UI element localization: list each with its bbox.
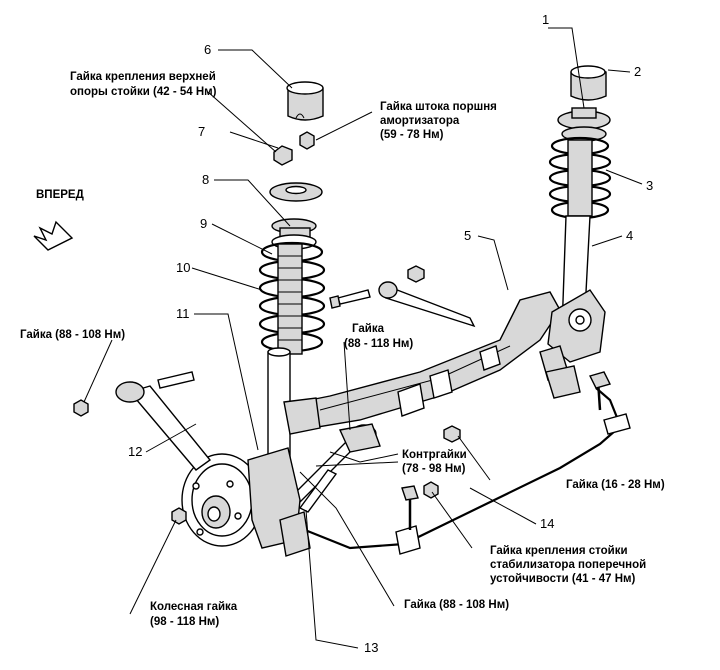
piston-rod-nut-label-line1: Гайка штока поршня (380, 101, 497, 113)
callout-4: 4 (626, 228, 633, 243)
right-coil-spring (548, 136, 612, 220)
nut-16-28-label: Гайка (16 - 28 Нм) (566, 479, 665, 491)
left-hub-assembly (171, 447, 311, 557)
callout-11: 11 (176, 306, 190, 321)
stab-link-nut-label-line1: Гайка крепления стойки (490, 545, 628, 557)
forward-arrow-icon (33, 220, 74, 251)
leader-lines (83, 27, 643, 649)
torque-labels: ВПЕРЕД Гайка крепления верхней опоры сто… (20, 71, 665, 628)
upper-mount-nut-label-line1: Гайка крепления верхней (70, 71, 216, 83)
callout-6: 6 (204, 42, 211, 57)
right-dust-cap (570, 65, 607, 101)
upper-mount-nut-label-line2: опоры стойки (42 - 54 Нм) (70, 86, 217, 98)
callout-2: 2 (634, 64, 641, 79)
stab-link-nut-label-line2: стабилизатора поперечной (490, 559, 646, 571)
callout-10: 10 (176, 260, 190, 275)
nut-88-108-left-label: Гайка (88 - 108 Нм) (20, 329, 125, 341)
callout-12: 12 (128, 444, 142, 459)
stabilizer-bar (299, 371, 631, 555)
callout-1: 1 (542, 12, 549, 27)
callout-5: 5 (464, 228, 471, 243)
callout-8: 8 (202, 172, 209, 187)
wheel-nut-label-line1: Колесная гайка (150, 601, 238, 613)
lower-links (286, 423, 461, 513)
nut-88-118-label-line2: (88 - 118 Нм) (344, 338, 413, 350)
piston-rod-nut-label-line3: (59 - 78 Нм) (380, 129, 444, 141)
nut-88-118-label-line1: Гайка (352, 323, 385, 335)
callout-numbers: 1 2 3 4 5 6 7 8 9 10 11 12 13 14 (128, 12, 653, 655)
piston-rod-nut-label-line2: амортизатора (380, 115, 460, 127)
callout-9: 9 (200, 216, 207, 231)
left-upper-mount-plate (269, 182, 323, 202)
left-trailing-arm (73, 371, 212, 471)
right-knuckle (539, 289, 606, 399)
right-upper-mount (557, 107, 611, 142)
left-strut-assembly (258, 81, 326, 463)
locknuts-label-line1: Контргайки (402, 449, 467, 461)
piston-rod-nut (299, 131, 315, 150)
left-coil-spring (258, 241, 326, 355)
callout-13: 13 (364, 640, 378, 655)
callout-14: 14 (540, 516, 554, 531)
locknuts-label-line2: (78 - 98 Нм) (402, 463, 466, 475)
callout-7: 7 (198, 124, 205, 139)
callout-3: 3 (646, 178, 653, 193)
rear-crossmember (283, 291, 561, 435)
stab-link-nut-label-line3: устойчивости (41 - 47 Нм) (490, 573, 636, 585)
right-strut-assembly (548, 65, 612, 331)
upper-lateral-link (329, 265, 476, 328)
left-dust-cap (286, 81, 324, 121)
wheel-nut-label-line2: (98 - 118 Нм) (150, 616, 219, 628)
forward-label: ВПЕРЕД (36, 189, 84, 201)
upper-mount-nut (273, 145, 293, 166)
nut-88-108-bottom-label: Гайка (88 - 108 Нм) (404, 599, 509, 611)
